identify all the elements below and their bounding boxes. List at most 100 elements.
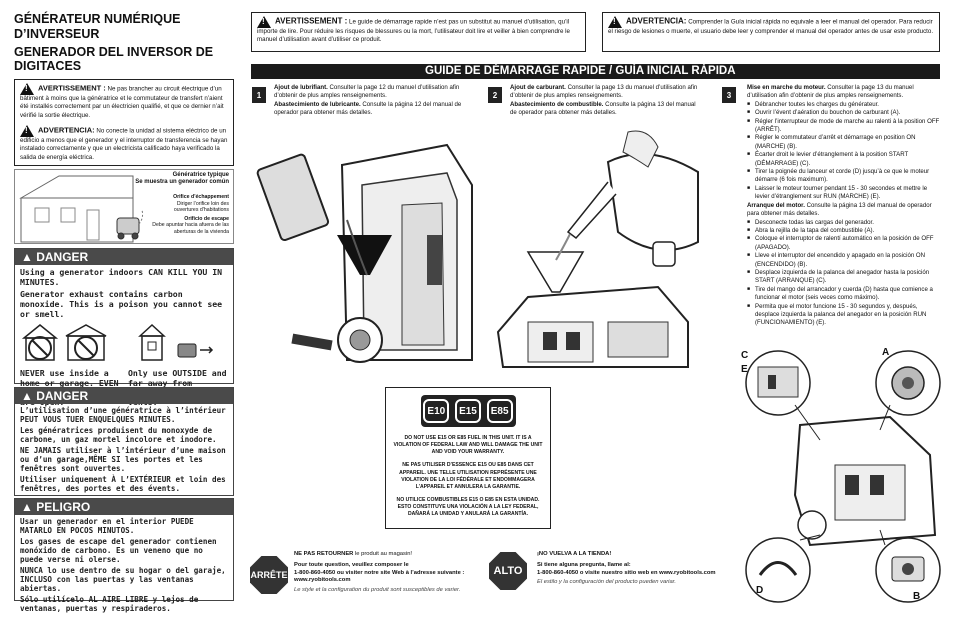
list-item: Ouvrir l’évent d’aération du bouchon de … bbox=[747, 109, 942, 117]
left-warning-box: AVERTISSEMENT : Ne pas brancher au circu… bbox=[14, 79, 234, 166]
list-item: Régler le commutateur d’arrêt et démarra… bbox=[747, 134, 942, 151]
step1-number: 1 bbox=[252, 87, 266, 103]
danger-es-p1: Usar un generador en el interior PUEDE M… bbox=[20, 517, 194, 535]
step3-fr-list: Débrancher toutes les charges du générat… bbox=[747, 101, 942, 202]
step2-fr-head: Ajout de carburant. bbox=[510, 84, 566, 91]
list-item: Abra la rejilla de la tapa del combustib… bbox=[747, 227, 942, 235]
list-item: Lleve el interruptor del encendido y apa… bbox=[747, 252, 942, 269]
step1-es-body: Consulte la página 12 del manual de oper… bbox=[274, 100, 462, 117]
step3-text: Mise en marche du moteur. Consulter la p… bbox=[747, 84, 942, 328]
warning-icon bbox=[20, 125, 34, 138]
list-item: Tire del mango del arrancador y cuerda (… bbox=[747, 286, 942, 303]
danger-es-p2: Los gases de escape del generador contie… bbox=[20, 536, 217, 564]
no-garage-icon bbox=[65, 324, 107, 362]
guide-banner-text: GUIDE DE DÉMARRAGE RAPIDE / GUÍA INICIAL… bbox=[425, 65, 736, 77]
danger-en-p1: Using a generator indoors CAN KILL YOU I… bbox=[20, 267, 223, 287]
step2-fr-body: Consulter la page 13 du manuel d’utilisa… bbox=[510, 84, 698, 100]
danger-en-panel: ▲ DANGER Using a generator indoors CAN K… bbox=[14, 248, 234, 407]
danger-es-header: ▲ PELIGRO bbox=[15, 499, 233, 515]
warning-es-body: No conecte la unidad al sistema eléctric… bbox=[20, 127, 228, 161]
stop-fr-note: Le style et la configuration du produit … bbox=[294, 587, 461, 594]
danger-fr-p2: Les génératrices produisent du monoxyde … bbox=[20, 425, 217, 444]
outside-house-icon bbox=[138, 324, 214, 362]
stop-fr-phone[interactable]: 1-800-860-4050 ou visiter notre site Web… bbox=[294, 569, 465, 584]
e85-badge: E85 bbox=[486, 399, 513, 423]
danger-fr-panel: ▲ DANGER L’utilisation d’une génératrice… bbox=[14, 387, 234, 496]
danger-pictograms bbox=[21, 324, 214, 362]
warning-fr-head: AVERTISSEMENT : bbox=[38, 83, 106, 93]
exhaust-es-sub2: aberturas de la vivienda bbox=[173, 228, 229, 235]
step3-es-head: Arranque del motor. bbox=[747, 201, 805, 209]
callout-e: E bbox=[741, 364, 748, 375]
exhaust-es-sub1: Debe apuntar hacia afuera de las bbox=[152, 222, 229, 228]
step3-es-body: Consulte la página 13 del manual de oper… bbox=[747, 201, 932, 218]
list-item: Desplace izquierda de la palanca del ane… bbox=[747, 269, 942, 286]
list-item: Régler l’interrupteur de mode de marche … bbox=[747, 118, 942, 135]
stop-es-body: Si tiene alguna pregunta, llame al: bbox=[537, 561, 631, 568]
danger-fr-p3: NE JAMAIS utiliser à l’intérieur d’une m… bbox=[20, 445, 226, 473]
list-item: Permita que el motor funcione 15 - 30 se… bbox=[747, 303, 942, 328]
warning-es-head: ADVERTENCIA: bbox=[38, 125, 95, 135]
top-warning-fr: AVERTISSEMENT : Le guide de démarrage ra… bbox=[251, 12, 586, 52]
e15-badge: E15 bbox=[454, 399, 481, 423]
danger-fr-title: DANGER bbox=[36, 389, 89, 403]
exhaust-fr-sub1: Diriger l’orifice loin des bbox=[176, 200, 229, 207]
exhaust-es-label: Orificio de escape bbox=[184, 215, 229, 222]
warning-icon bbox=[608, 16, 622, 28]
house-illustration bbox=[19, 175, 144, 243]
list-item: Débrancher toutes les charges du générat… bbox=[747, 101, 942, 109]
stop-fr-head-rest: le produit au magasin! bbox=[355, 551, 413, 557]
step3-es-list: Desconecte todas las cargas del generado… bbox=[747, 219, 942, 328]
diagram-caption-fr: Génératrice typique bbox=[172, 172, 229, 178]
warning-icon bbox=[20, 83, 34, 95]
danger-fr-p1: L’utilisation d’une génératrice à l’inté… bbox=[20, 406, 226, 424]
list-item: Laisser le moteur tourner pendant 15 - 3… bbox=[747, 185, 942, 202]
top-warning-fr-head: AVERTISSEMENT : bbox=[275, 16, 348, 26]
house-diagram: Génératrice typique Se muestra un genera… bbox=[14, 169, 234, 244]
step2-text: Ajout de carburant. Consulter la page 13… bbox=[510, 84, 700, 118]
stop-sign-es: ALTO bbox=[489, 552, 527, 590]
oil-fill-illustration bbox=[256, 143, 473, 363]
callout-d: D bbox=[756, 585, 764, 596]
stop-es-text: ¡NO VUELVA A LA TIENDA! Si tiene alguna … bbox=[537, 551, 722, 587]
fuel-notice-panel: E10 E15 E85 DO NOT USE E15 OR E85 FUEL I… bbox=[385, 387, 551, 529]
stop-fr-text: NE PAS RETOURNER le produit au magasin! … bbox=[294, 551, 474, 595]
danger-en-title: DANGER bbox=[36, 250, 89, 264]
top-warning-es: ADVERTENCIA: Comprender la Guía inicial … bbox=[602, 12, 940, 52]
no-house-icon bbox=[21, 324, 59, 362]
guide-banner: GUIDE DE DÉMARRAGE RAPIDE / GUÍA INICIAL… bbox=[251, 64, 940, 79]
step3-fr-body: Consulter la page 13 du manuel d’utilisa… bbox=[747, 84, 914, 100]
stop-es-phone[interactable]: 1-800-860-4050 o visite nuestro sitio we… bbox=[537, 569, 716, 576]
fuel-fill-illustration bbox=[496, 130, 699, 368]
step2-es-body: Consulte la página 13 del manual de oper… bbox=[510, 100, 696, 117]
fuel-notice-es: NO UTILICE COMBUSTIBLES E15 O E85 EN EST… bbox=[396, 496, 540, 518]
step3-number: 3 bbox=[722, 87, 736, 103]
top-warning-es-body: Comprender la Guía inicial rápida no equ… bbox=[608, 18, 934, 35]
exhaust-fr-sub2: ouvertures d’habitations bbox=[173, 207, 229, 213]
exhaust-fr-label: Orifice d’échappement bbox=[173, 194, 229, 200]
step1-fr-head: Ajout de lubrifiant. bbox=[274, 84, 328, 91]
stop-fr-body: Pour toute question, veuillez composer l… bbox=[294, 561, 409, 568]
top-warning-es-head: ADVERTENCIA: bbox=[626, 16, 687, 26]
stop-es-note: El estilo y la configuración del product… bbox=[537, 579, 676, 586]
start-engine-illustration bbox=[745, 350, 941, 603]
callout-a: A bbox=[882, 347, 890, 358]
step1-es-head: Abastecimiento de lubricante. bbox=[274, 100, 361, 108]
fuel-notice-fr: NE PAS UTILISER D’ESSENCE E15 OU E85 DAN… bbox=[399, 462, 537, 490]
warning-fr-body: Ne pas brancher au circuit électrique d’… bbox=[20, 85, 224, 119]
warning-icon bbox=[257, 16, 271, 28]
danger-en-header: ▲ DANGER bbox=[15, 249, 233, 265]
step1-fr-body: Consulter la page 12 du manuel d’utilisa… bbox=[274, 84, 460, 100]
step1-text: Ajout de lubrifiant. Consulter la page 1… bbox=[274, 84, 464, 118]
step3-fr-head: Mise en marche du moteur. bbox=[747, 84, 826, 91]
danger-fr-header: ▲ DANGER bbox=[15, 388, 233, 404]
danger-fr-p4: Utiliser uniquement À L’EXTÉRIEUR et loi… bbox=[20, 474, 226, 493]
e10-badge: E10 bbox=[423, 399, 450, 423]
fuel-notice-en: DO NOT USE E15 OR E85 FUEL IN THIS UNIT.… bbox=[393, 435, 543, 456]
callout-b: B bbox=[913, 591, 921, 602]
title-block: GÉNÉRATEUR NUMÉRIQUE D’INVERSEUR GENERAD… bbox=[14, 12, 244, 74]
stop-fr-head: NE PAS RETOURNER bbox=[294, 551, 354, 557]
callout-c: C bbox=[741, 350, 749, 361]
danger-es-p3: NUNCA lo use dentro de su hogar o del ga… bbox=[20, 565, 226, 593]
danger-es-p4: Sólo utilícelo AL AIRE LIBRE y lejos de … bbox=[20, 594, 199, 613]
